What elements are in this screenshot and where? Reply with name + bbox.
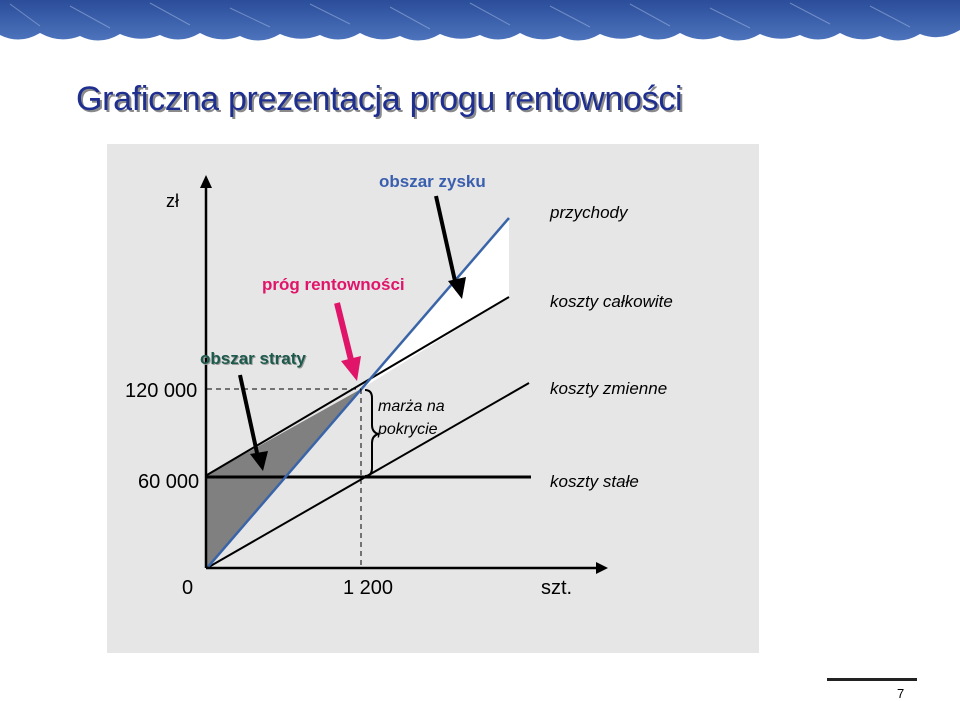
revenue-label: przychody — [549, 203, 629, 222]
page-title: Graficzna prezentacja progu rentowności — [76, 80, 683, 118]
contribution-margin-label: marża na pokrycie — [377, 398, 449, 438]
y-axis-label: zł — [166, 191, 179, 211]
revenue-line — [206, 217, 510, 569]
variable-costs-label: koszty zmienne — [550, 379, 667, 398]
x-axis-arrowhead — [596, 562, 608, 574]
header-banner — [0, 0, 960, 50]
y-tick-60000: 60 000 — [138, 471, 199, 493]
break-even-arrowhead — [341, 356, 361, 381]
contribution-margin-label-line2: pokrycie — [377, 421, 438, 438]
loss-area-arrowhead — [250, 451, 268, 471]
x-tick-0: 0 — [182, 577, 193, 599]
total-costs-label: koszty całkowite — [550, 292, 673, 311]
profit-area-arrow — [434, 195, 459, 291]
y-axis-arrowhead — [200, 175, 212, 188]
contribution-margin-brace — [364, 389, 382, 477]
y-tick-120000: 120 000 — [125, 380, 197, 402]
total-costs-line — [206, 296, 510, 476]
x-tick-1200: 1 200 — [343, 577, 393, 599]
page-number: 7 — [897, 686, 905, 701]
fixed-costs-label: koszty stałe — [550, 472, 639, 491]
x-axis-label: szt. — [541, 577, 572, 599]
profit-area-arrowhead — [448, 277, 466, 299]
loss-area-arrow — [238, 374, 261, 463]
page-number-rule — [827, 678, 917, 681]
break-even-label: próg rentowności — [262, 275, 405, 294]
loss-area-label: obszar straty — [200, 349, 306, 368]
profit-area-label: obszar zysku — [379, 172, 486, 191]
break-even-arrow — [334, 302, 355, 365]
